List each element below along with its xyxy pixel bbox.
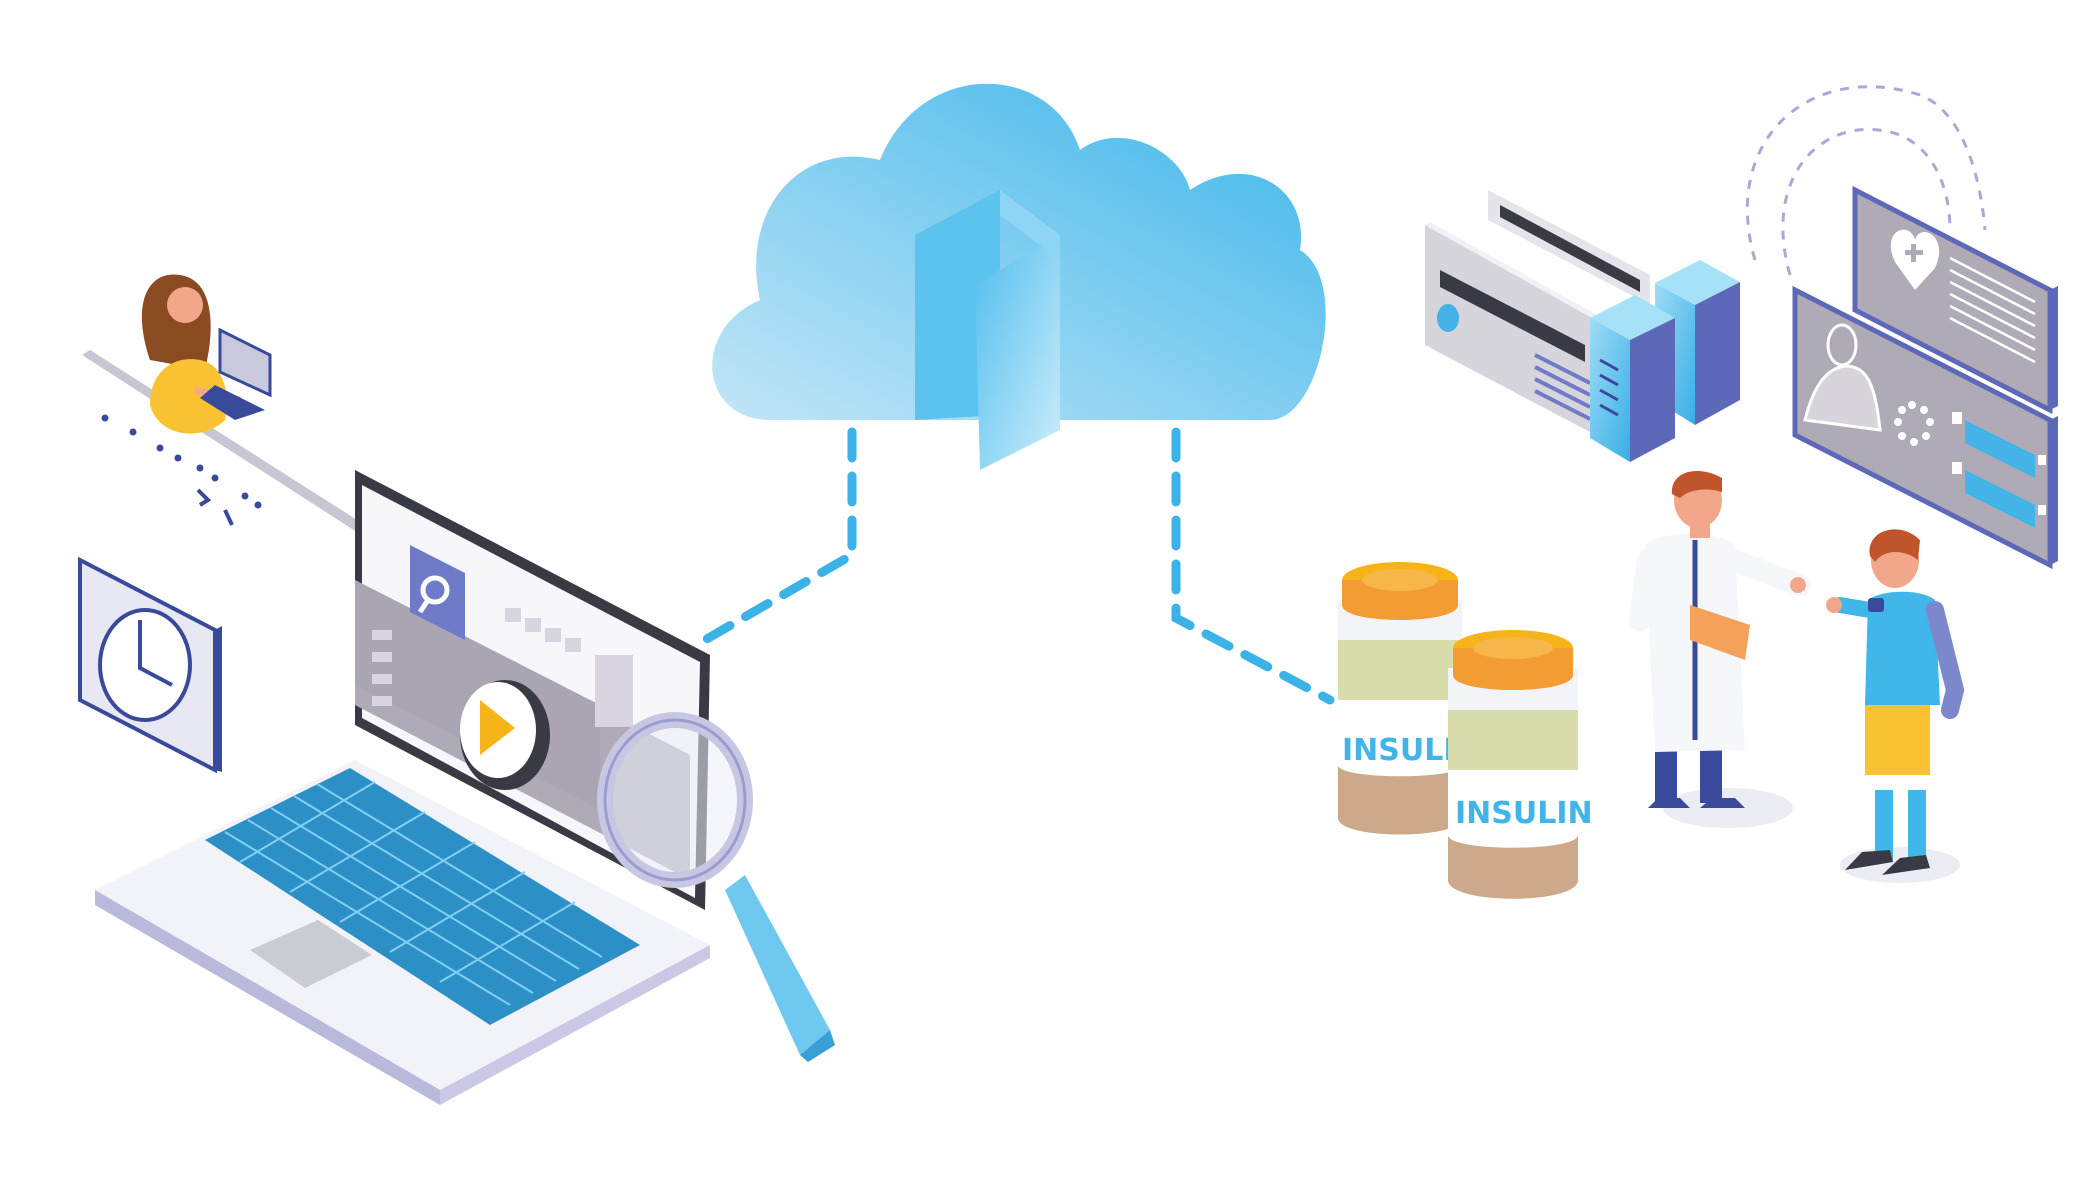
loading-spinner-icon — [1894, 401, 1934, 446]
insulin-label: INSULIN — [1455, 796, 1593, 831]
magnifier-icon — [597, 712, 835, 1062]
connector-laptop-cloud — [700, 427, 857, 645]
play-icon — [460, 680, 550, 790]
clock-icon — [78, 556, 222, 774]
touchpad — [250, 920, 372, 988]
signal-arcs — [1745, 85, 1987, 276]
heart-cross-icon — [1890, 229, 1940, 290]
boy-figure — [1826, 529, 1965, 883]
smartwatch-icon — [1868, 598, 1884, 612]
connector-cloud-jars — [1171, 427, 1335, 705]
doctor-figure — [1629, 471, 1811, 828]
clipboard-icon — [1690, 605, 1750, 660]
connector-lines — [700, 427, 1335, 705]
search-icon — [410, 545, 465, 640]
door-icon — [915, 190, 1060, 470]
health-dashboard-panel-bottom — [1792, 285, 2058, 570]
server-icon — [1590, 260, 1740, 462]
cloud-icon — [712, 83, 1326, 470]
keyboard-icon — [205, 768, 640, 1025]
doctor-portrait-icon — [1803, 323, 1882, 432]
health-dashboard-panel-top — [1852, 185, 2058, 415]
laptop-small-icon — [200, 327, 272, 420]
insulin-jar-front: INSULIN — [1448, 630, 1593, 899]
medical-record-card — [1425, 190, 1650, 440]
